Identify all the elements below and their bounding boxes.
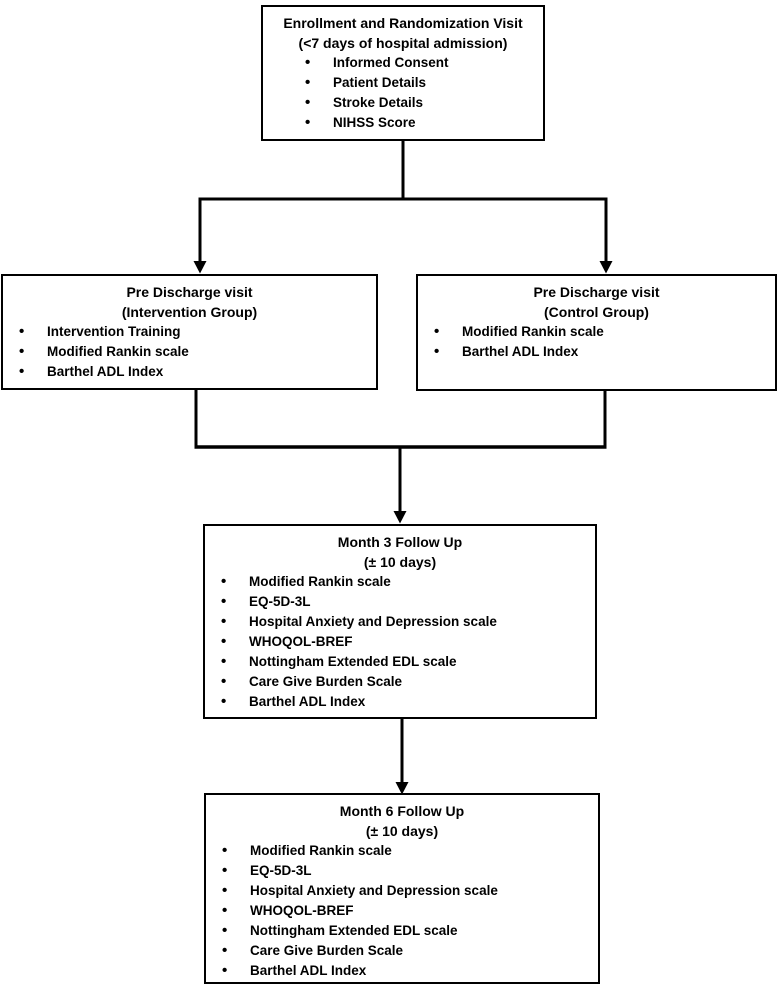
node-subtitle: (± 10 days) <box>365 823 439 839</box>
arrowhead-to-intervention <box>193 261 207 274</box>
bullet-item: Care Give Burden Scale <box>222 941 598 961</box>
node-pre-discharge-intervention: Pre Discharge visit (Intervention Group)… <box>1 274 378 390</box>
bullet-item: Patient Details <box>305 73 543 93</box>
bullet-item: NIHSS Score <box>305 113 543 133</box>
bullet-item: WHOQOL-BREF <box>221 632 595 652</box>
bullet-item: WHOQOL-BREF <box>222 901 598 921</box>
bullet-item: Modified Rankin scale <box>222 841 598 861</box>
bullet-item: Modified Rankin scale <box>221 572 595 592</box>
bullet-item: Nottingham Extended EDL scale <box>222 921 598 941</box>
bullet-item: Modified Rankin scale <box>19 342 376 362</box>
bullet-item: Informed Consent <box>305 53 543 73</box>
node-item-list: Intervention TrainingModified Rankin sca… <box>3 322 376 382</box>
node-subtitle: (Control Group) <box>544 304 649 320</box>
bullet-item: EQ-5D-3L <box>222 861 598 881</box>
node-month6-followup: Month 6 Follow Up (± 10 days) Modified R… <box>204 793 600 984</box>
node-item-list: Modified Rankin scaleBarthel ADL Index <box>418 322 775 362</box>
node-subtitle: (± 10 days) <box>363 554 437 570</box>
node-item-list: Informed ConsentPatient DetailsStroke De… <box>263 53 543 133</box>
node-month3-followup: Month 3 Follow Up (± 10 days) Modified R… <box>203 524 597 719</box>
node-subtitle: (<7 days of hospital admission) <box>298 35 508 51</box>
arrowhead-to-month3 <box>393 511 407 524</box>
bullet-item: Modified Rankin scale <box>434 322 775 342</box>
node-subtitle: (Intervention Group) <box>121 304 258 320</box>
bullet-item: Barthel ADL Index <box>19 362 376 382</box>
node-title: Month 3 Follow Up <box>337 534 463 550</box>
bullet-item: Stroke Details <box>305 93 543 113</box>
bullet-item: Barthel ADL Index <box>434 342 775 362</box>
bullet-item: Barthel ADL Index <box>221 692 595 712</box>
node-pre-discharge-control: Pre Discharge visit (Control Group) Modi… <box>416 274 777 391</box>
bullet-item: Barthel ADL Index <box>222 961 598 981</box>
node-title: Pre Discharge visit <box>126 284 253 300</box>
bullet-item: Hospital Anxiety and Depression scale <box>222 881 598 901</box>
node-enrollment-visit: Enrollment and Randomization Visit (<7 d… <box>261 5 545 141</box>
node-title: Enrollment and Randomization Visit <box>283 15 523 31</box>
bullet-item: EQ-5D-3L <box>221 592 595 612</box>
bullet-item: Care Give Burden Scale <box>221 672 595 692</box>
bullet-item: Intervention Training <box>19 322 376 342</box>
bullet-item: Nottingham Extended EDL scale <box>221 652 595 672</box>
arrowhead-to-control <box>599 261 613 274</box>
node-item-list: Modified Rankin scaleEQ-5D-3LHospital An… <box>206 841 598 981</box>
node-title: Month 6 Follow Up <box>339 803 465 819</box>
node-item-list: Modified Rankin scaleEQ-5D-3LHospital An… <box>205 572 595 712</box>
bullet-item: Hospital Anxiety and Depression scale <box>221 612 595 632</box>
node-title: Pre Discharge visit <box>533 284 660 300</box>
